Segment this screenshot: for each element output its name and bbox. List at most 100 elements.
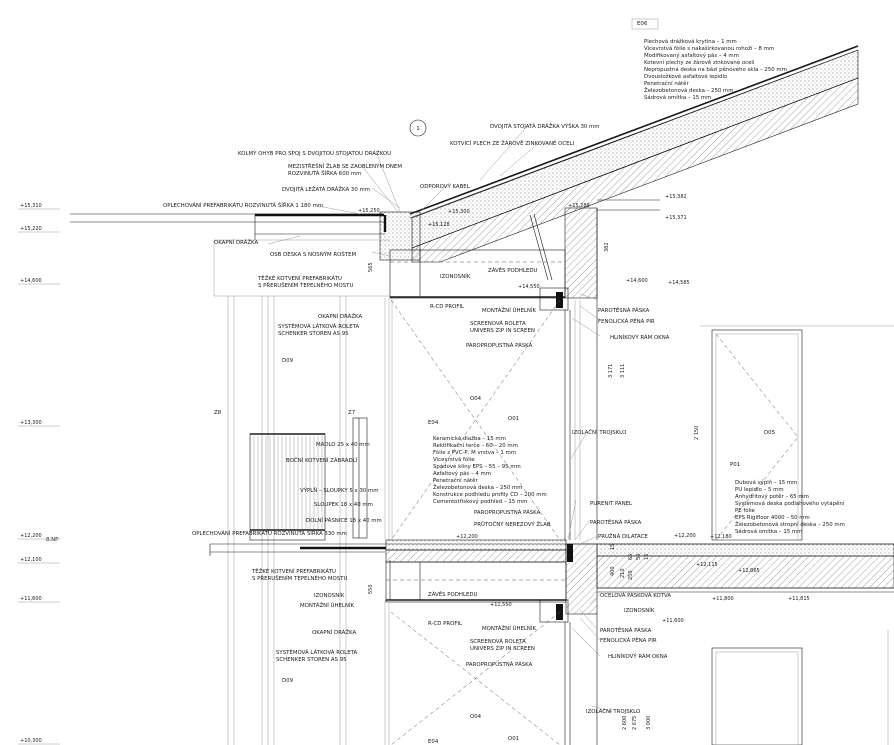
level-mark: +15,128 bbox=[428, 222, 450, 228]
dimension-value: 2 675 bbox=[632, 716, 638, 730]
level-mark: +11,550 bbox=[490, 602, 512, 608]
roof-layer: Modifikovaný asfaltový pás – 4 mm bbox=[644, 52, 739, 59]
label-triple-glass: IZOLAČNÍ TROJSKLO bbox=[572, 429, 626, 436]
label-infill: VÝPLŇ – SLOUPKY 5 x 30 mm bbox=[300, 487, 379, 494]
label-heavy-anchor-break: S PŘERUŠENÍM TEPELNÉHO MOSTU bbox=[252, 574, 347, 582]
label-window-frame: HLINÍKOVÝ RÁM OKNA bbox=[608, 653, 668, 660]
dimension-value: 400 bbox=[610, 566, 616, 576]
level-mark: +11,600 bbox=[20, 596, 42, 602]
label-mount-angle: MONTÁŽNÍ ÚHELNÍK bbox=[482, 306, 537, 314]
floor-layer: PU lepidlo – 5 mm bbox=[735, 487, 784, 493]
callout-labels: DVOJITÁ STOJATÁ DRÁŽKA VÝŠKA 30 mm KOTVI… bbox=[163, 122, 671, 715]
label-perforated-gutter: PRŮTOČNÝ NEREZOVÝ ŽLAB bbox=[474, 520, 551, 528]
label-gutter: MEZISTŘEŠNÍ ŽLAB SE ZAOBLENÝM DNEM bbox=[288, 162, 402, 170]
label-lying-seam: DVOJITÁ LEŽATÁ DRÁŽKA 30 mm bbox=[282, 185, 370, 193]
label-vapour-open: PAROPROPUSTNÁ PÁSKA bbox=[474, 509, 541, 516]
balcony-layer: Asfaltový pás – 4 mm bbox=[433, 470, 491, 477]
label-screen-type: UNIVERS ZIP IN SCREEN bbox=[470, 646, 535, 652]
code-e04-upper: E04 bbox=[428, 420, 439, 426]
top-flashing bbox=[70, 213, 390, 297]
label-drip: OKAPNÍ DRÁŽKA bbox=[318, 312, 362, 320]
label-bottom-rail: DOLNÍ PÁSNICE 18 x 40 mm bbox=[306, 517, 382, 524]
balcony-layer: Rektifikační terče – 60 – 20 mm bbox=[433, 442, 518, 449]
level-mark: +12,865 bbox=[738, 568, 760, 574]
floor-name-8np: 8.NP bbox=[46, 537, 59, 543]
dimension-value: 65 bbox=[628, 554, 634, 560]
floor-layer: Železobetonová stropní deska – 250 mm bbox=[735, 520, 845, 528]
label-post: SLOUPEK 18 x 40 mm bbox=[314, 502, 373, 508]
label-steel-anchor: OCELOVÁ PÁSKOVÁ KOTVA bbox=[600, 592, 671, 599]
dimension-value: 250 bbox=[628, 570, 634, 580]
dimension-value: 15 bbox=[610, 544, 616, 550]
label-fixing-sheet: KOTVICÍ PLECH ZE ŽÁROVĚ ZINKOVANÉ OCELI bbox=[450, 139, 575, 147]
dimension-value: 210 bbox=[620, 568, 626, 578]
level-mark: +11,815 bbox=[788, 596, 810, 602]
label-insulation: IZONOSNÍK bbox=[624, 607, 655, 614]
dimension-value: 565 bbox=[368, 262, 374, 272]
label-osb-board: OSB DESKA S NOSNÝM ROŠTEM bbox=[270, 251, 357, 258]
interior-door-upper bbox=[596, 298, 894, 541]
level-mark: +11,800 bbox=[712, 596, 734, 602]
code-z8: Z8 bbox=[214, 410, 222, 416]
level-mark: +15,300 bbox=[448, 209, 470, 215]
balcony-layer: Železobetonová deska – 250 mm bbox=[433, 483, 523, 491]
label-heating-cable: ODPOROVÝ KABEL bbox=[420, 183, 470, 190]
floor-layer: EPS Rigifloor 4000 – 50 mm bbox=[735, 515, 810, 521]
level-marks-drawing: +15,250 +15,300 +15,128 +15,289 +15,382 … bbox=[358, 194, 810, 624]
code-o04-lower: O04 bbox=[470, 714, 482, 720]
level-mark: +12,180 bbox=[710, 534, 732, 540]
label-screen-type: UNIVERS ZIP IN SCREEN bbox=[470, 328, 535, 334]
label-blind-type: SCHENKER STOREN AS 95 bbox=[276, 657, 347, 663]
roof-layer: Kotevní plechy ze žárově zinkované oceli bbox=[644, 59, 754, 66]
label-vapour-tight: PAROTĚSNÁ PÁSKA bbox=[600, 626, 652, 634]
label-triple-glass: IZOLAČNÍ TROJSKLO bbox=[586, 708, 640, 715]
roof-layer: Nepropustná deska na bázi pěnového skla … bbox=[644, 66, 787, 73]
label-phenolic: FENOLICKÁ PĚNA PIR bbox=[600, 636, 657, 644]
label-heavy-anchor: TĚŽKÉ KOTVENÍ PREFABRIKÁTU bbox=[251, 567, 336, 575]
dimension-value: 3 171 bbox=[608, 364, 614, 378]
label-mount-angle: MONTÁŽNÍ ÚHELNÍK bbox=[300, 601, 355, 609]
level-marks-left: +15,310 +15,220 +14,600 +13,300 +12,200 … bbox=[18, 203, 60, 745]
label-vapour-open: PAROPROPUSTNÁ PÁSKA bbox=[466, 661, 533, 668]
upper-soffit bbox=[389, 213, 566, 299]
label-heavy-anchor-break: S PŘERUŠENÍM TEPELNÉHO MOSTU bbox=[258, 281, 353, 289]
floor-layer: Systémová deska podlahového vytápění bbox=[735, 500, 845, 507]
dimension-value: 15 bbox=[644, 554, 650, 560]
balcony-slab bbox=[209, 539, 894, 615]
roof-layer: Železobetonová deska – 250 mm bbox=[644, 86, 734, 94]
floor-layers-list: Dubová výplň – 15 mm PU lepidlo – 5 mm A… bbox=[735, 479, 845, 535]
label-side-anchor: BOČNÍ KOTVENÍ ZÁBRADLÍ bbox=[286, 457, 358, 464]
level-mark: +14,585 bbox=[668, 280, 690, 286]
roof-layer: Dvousložkové asfaltové lepidlo bbox=[644, 73, 727, 80]
code-o04-upper: O04 bbox=[470, 396, 482, 402]
label-handrail: MADLO 25 x 40 mm bbox=[316, 442, 370, 448]
label-blind: SYSTÉMOVÁ LÁTKOVÁ ROLETA bbox=[278, 322, 359, 330]
lower-window bbox=[384, 599, 803, 745]
label-insulation: IZONOSNÍK bbox=[440, 273, 471, 280]
label-purenit-panel: PURENIT PANEL bbox=[590, 501, 632, 507]
code-d09-lower: D09 bbox=[282, 678, 294, 684]
roof-layers-list: Plechová drážková krytina – 1 mm Vícevrs… bbox=[644, 38, 787, 101]
label-vapour-open: PAROPROPUSTNÁ PÁSKA bbox=[466, 342, 533, 349]
level-mark: +15,310 bbox=[20, 203, 42, 209]
label-standing-seam: DVOJITÁ STOJATÁ DRÁŽKA VÝŠKA 30 mm bbox=[490, 122, 600, 130]
level-mark: +12,200 bbox=[20, 533, 42, 539]
section-number: 1 bbox=[416, 126, 420, 132]
floor-layer: Sádrová omítka – 15 mm bbox=[735, 528, 802, 535]
level-mark: +15,289 bbox=[568, 203, 590, 209]
label-window-frame: HLINÍKOVÝ RÁM OKNA bbox=[610, 334, 670, 341]
level-mark: +12,115 bbox=[696, 562, 718, 568]
dimension-values: 382 565 3 171 3 111 2 150 550 2 600 2 67… bbox=[368, 242, 700, 730]
label-screen: SCREENOVÁ ROLETA bbox=[470, 320, 526, 327]
level-mark: +11,600 bbox=[662, 618, 684, 624]
label-curtain: ZÁVĚS PODHLEDU bbox=[488, 266, 538, 274]
label-rcd-profile: R-CD PROFIL bbox=[430, 304, 464, 310]
level-mark: +12,200 bbox=[456, 534, 478, 540]
label-dilatation: PRUŽNÁ DILATACE bbox=[598, 532, 648, 540]
label-curtain: ZÁVĚS PODHLEDU bbox=[428, 590, 478, 598]
floor-layer: Anhydritový potěr – 65 mm bbox=[735, 493, 809, 500]
label-flashing-top: OPLECHOVÁNÍ PREFABRIKÁTU ROZVINUTÁ ŠÍŘKA… bbox=[163, 201, 323, 209]
upper-window bbox=[384, 287, 581, 541]
code-p01: P01 bbox=[730, 462, 740, 468]
